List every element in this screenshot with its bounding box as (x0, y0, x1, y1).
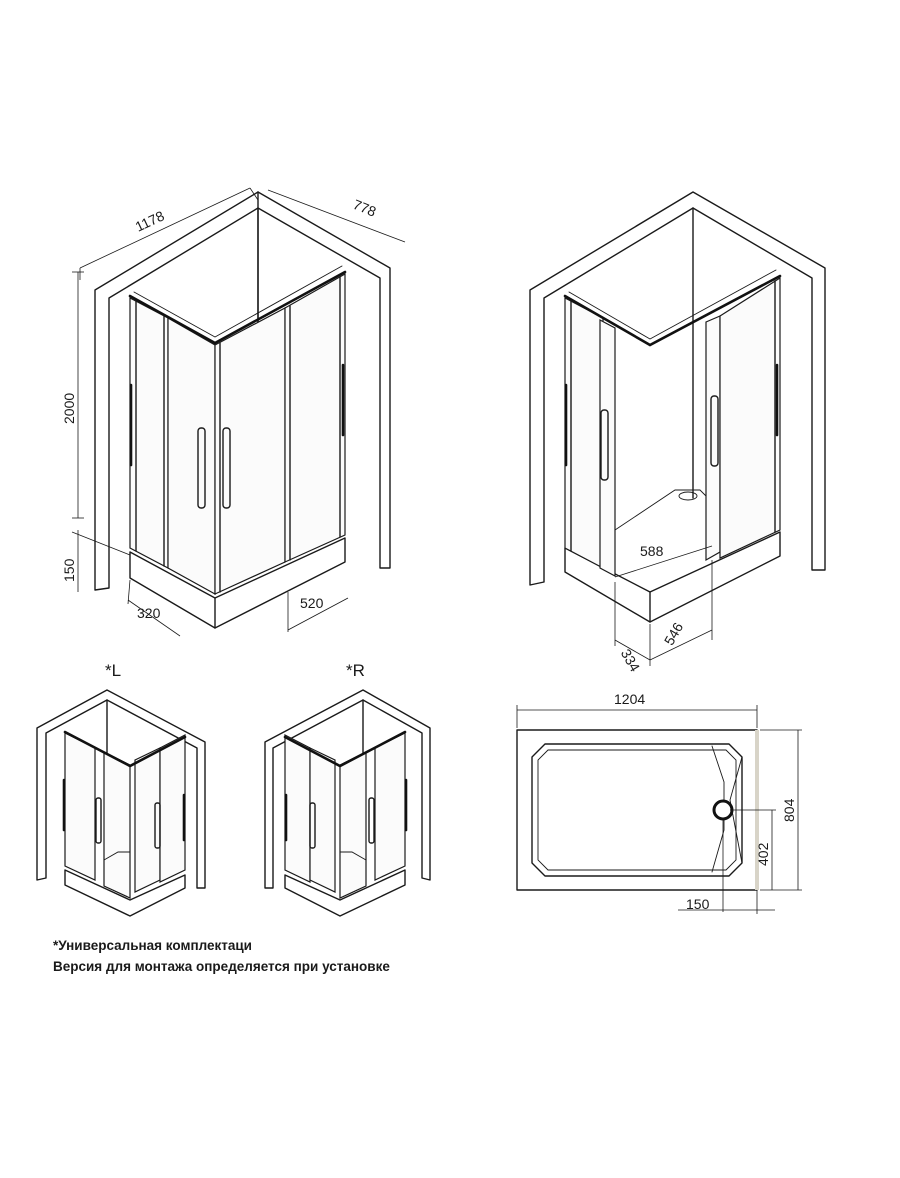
dim-entry-front: 520 (300, 595, 324, 611)
door-handle-right (222, 427, 231, 509)
glass-panel-right-fixed (284, 272, 346, 563)
dim-entry-side: 320 (137, 605, 161, 621)
cabin-view-closed: 1178 778 2000 150 320 520 (61, 187, 406, 637)
note-line-1: *Универсальная комплектаци (53, 938, 252, 953)
wall-corner (94, 191, 391, 591)
note-line-2: Версия для монтажа определяется при уста… (53, 959, 390, 974)
dim-tray-height: 150 (61, 558, 77, 582)
dim-width-total: 1178 (133, 207, 167, 234)
dim-height-total: 2000 (61, 393, 77, 424)
dim-tray-length: 1204 (614, 691, 645, 707)
dim-open-width: 588 (640, 543, 664, 559)
glass-panel-right-door (214, 307, 286, 595)
door-handle-left (197, 427, 206, 509)
tray-plan-view: 1204 804 402 150 (516, 691, 802, 914)
glass-panel-2d (719, 276, 781, 559)
dim-depth-total: 778 (351, 196, 379, 220)
glass-panel-left-door (167, 316, 216, 596)
dim-side-b: 546 (661, 619, 687, 647)
drain-icon (712, 799, 734, 821)
version-right-view: *R (264, 661, 431, 917)
dim-tray-width: 804 (781, 798, 797, 822)
dim-side-a: 334 (618, 646, 644, 674)
dim-drain-offset-x: 150 (686, 896, 710, 912)
wall-corner-2 (529, 191, 826, 586)
version-right-label: *R (346, 661, 365, 680)
dim-drain-offset-y: 402 (755, 842, 771, 866)
tray-basin (531, 743, 743, 877)
cabin-view-open: 588 334 546 (529, 191, 826, 675)
version-left-label: *L (105, 661, 121, 680)
version-left-view: *L (36, 661, 206, 917)
